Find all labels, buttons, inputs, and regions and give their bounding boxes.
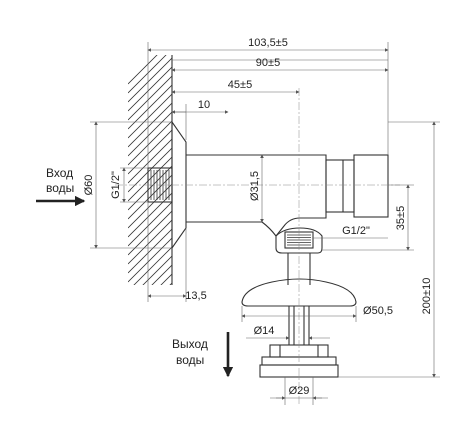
wall-hatch-line [128, 147, 172, 193]
base-diameter-label: Ø29 [289, 385, 310, 397]
body-diameter-label: Ø31,5 [249, 171, 261, 201]
dim-cap-diameter: Ø50,5 [241, 305, 393, 322]
wall-hatch-line [128, 210, 172, 256]
stem [288, 306, 310, 345]
dim-spout-length: 90±5 [171, 57, 389, 72]
inlet-label-line1: Вход [46, 166, 73, 180]
dim-inlet-thread: G1/2" [110, 167, 148, 203]
spout-length-label: 90±5 [256, 57, 280, 69]
dim-total-height: 200±10 [338, 121, 440, 378]
cap-diameter-label: Ø50,5 [363, 305, 393, 317]
dim-overall-length: 103,5±5 [147, 37, 389, 168]
dim-outlet-height: 35±5 [322, 184, 414, 251]
outlet-callout: Выход воды [172, 332, 234, 378]
total-height-label: 200±10 [421, 278, 433, 315]
stem-diameter-label: Ø14 [254, 325, 275, 337]
wall-hatch-line [169, 282, 172, 285]
wall [128, 55, 173, 363]
wall-hatch-line [128, 165, 172, 211]
outlet-label-line2: воды [176, 353, 204, 367]
axis-offset-label: 45±5 [228, 79, 252, 91]
wall-hatch-line [128, 228, 172, 274]
wall-hatch-line [128, 66, 172, 112]
wall-hatch-line [128, 111, 172, 157]
dome-cap [241, 278, 357, 307]
dim-inlet-protrusion: 13,5 [147, 202, 207, 302]
wall-hatch-line [128, 183, 172, 229]
wall-hatch-line [128, 192, 172, 238]
wall-hatch-line [128, 174, 172, 220]
dim-flange-thickness: 10 [171, 99, 229, 140]
flange-diameter-label: Ø60 [83, 175, 95, 196]
wall-hatch-line [128, 55, 167, 94]
wall-hatch-line [128, 55, 158, 85]
inlet-protrusion-label: 13,5 [185, 290, 206, 302]
wall-hatch-line [128, 156, 172, 202]
wall-hatch-line [128, 84, 172, 130]
dim-outlet-thread: G1/2" [313, 225, 388, 239]
wall-hatch-line [128, 201, 172, 247]
outlet-thread-label: G1/2" [342, 225, 370, 237]
valve-body [186, 154, 327, 237]
flange-thickness-label: 10 [198, 99, 210, 111]
wall-hatch-line [133, 246, 172, 285]
wall-hatch-line [128, 57, 172, 103]
wall-hatch-line [128, 93, 172, 139]
inlet-thread-label: G1/2" [110, 171, 122, 199]
wall-hatch-line [128, 138, 172, 184]
dim-base-diameter: Ø29 [270, 377, 328, 405]
wall-hatch-line [128, 301, 172, 345]
wall-hatch-line [128, 237, 172, 283]
wall-hatch-line [128, 102, 172, 148]
wall-hatch-line [128, 75, 172, 121]
inlet-label-line2: воды [46, 181, 74, 195]
dim-flange-diameter: Ø60 [83, 121, 172, 249]
wall-hatch-line [151, 264, 172, 285]
wall-hatch-line [128, 319, 172, 363]
dim-body-diameter: Ø31,5 [249, 154, 264, 223]
overall-length-label: 103,5±5 [248, 37, 288, 49]
outlet-label-line1: Выход [172, 337, 208, 351]
wall-hatch-line [128, 120, 172, 166]
wall-hatch-line [160, 273, 172, 285]
wall-hatch-line [128, 129, 172, 175]
dim-axis-offset: 45±5 [171, 79, 300, 94]
inlet-callout: Вход воды [36, 166, 86, 207]
dim-stem-diameter: Ø14 [246, 325, 330, 340]
push-button-head [325, 154, 389, 218]
outlet-height-label: 35±5 [395, 206, 407, 230]
wall-hatch-line [128, 310, 172, 354]
wall-hatch-line [142, 255, 172, 285]
wall-hatch-line [128, 219, 172, 265]
wall-hatch-line [128, 292, 172, 336]
